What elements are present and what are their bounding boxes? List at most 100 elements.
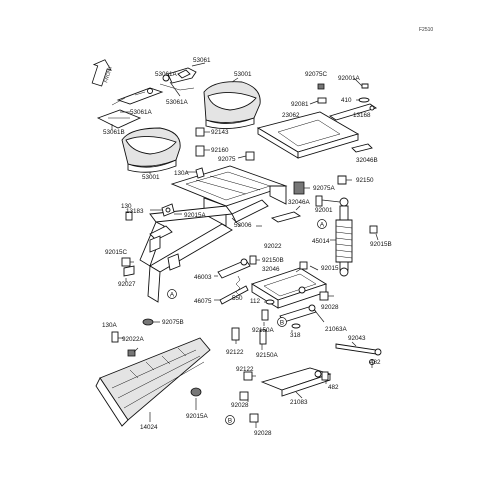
bushing-92143 xyxy=(195,127,205,137)
bolt-130 xyxy=(125,211,133,221)
label-32046: 32046 xyxy=(262,266,280,273)
label-92001: 92001 xyxy=(315,207,333,214)
label-21083: 21083 xyxy=(290,399,308,406)
label-92001A: 92001A xyxy=(338,75,361,82)
bolt-92150A-upper xyxy=(261,309,269,321)
label-482-upper: 482 xyxy=(370,359,381,366)
label-46003: 46003 xyxy=(194,274,212,281)
collar-92028-lower-b xyxy=(249,413,259,423)
lever-21083 xyxy=(260,367,332,397)
label-13183: 13183 xyxy=(126,208,144,215)
label-92143: 92143 xyxy=(211,129,229,136)
front-label: FRONT xyxy=(103,65,114,83)
washer-410 xyxy=(358,97,370,103)
nut-92022A xyxy=(127,349,136,357)
collar-92075B xyxy=(142,318,154,326)
callout-a-lower: A xyxy=(167,289,177,299)
nut-92015 xyxy=(299,261,308,270)
label-92028-lower-b: 92028 xyxy=(254,430,272,437)
label-92015: 92015 xyxy=(321,265,339,272)
callout-a-upper: A xyxy=(317,219,327,229)
label-53061B: 53061B xyxy=(103,129,125,136)
cargo-plate xyxy=(256,111,360,159)
collar-92028-upper xyxy=(319,291,329,301)
label-92075: 92075 xyxy=(218,156,236,163)
svg-text:A: A xyxy=(170,291,175,298)
clamp-13183 xyxy=(161,203,175,217)
label-92122-upper: 92122 xyxy=(226,349,244,356)
label-92160: 92160 xyxy=(211,147,229,154)
label-53061A-lower: 53061A xyxy=(166,99,189,106)
label-53001-right: 53001 xyxy=(234,71,252,78)
bolt-92001A xyxy=(361,83,369,89)
label-550: 550 xyxy=(232,295,243,302)
bushing-92075 xyxy=(245,151,255,161)
label-92028-upper: 92028 xyxy=(321,304,339,311)
label-92022: 92022 xyxy=(264,243,282,250)
svg-text:B: B xyxy=(228,417,232,424)
rubber-mount-92150 xyxy=(337,175,347,185)
bolt-92150A-lower xyxy=(259,329,267,345)
seat-latch-rod xyxy=(111,87,164,106)
collar-92015A-lower xyxy=(190,387,202,397)
lever-46003 xyxy=(217,258,251,279)
label-53006: 53006 xyxy=(234,222,252,229)
bracket-32046B xyxy=(351,143,373,153)
label-92043: 92043 xyxy=(348,335,366,342)
nut-92015C xyxy=(121,257,131,267)
seat-cushion-right xyxy=(203,81,261,129)
rubber-mount-92075A xyxy=(293,181,305,195)
label-32046A: 32046A xyxy=(288,199,311,206)
plate-32046A xyxy=(270,211,302,223)
label-53061: 53061 xyxy=(193,57,211,64)
shock-absorber xyxy=(335,197,353,277)
callout-b-upper: B xyxy=(277,317,287,327)
label-14024: 14024 xyxy=(140,424,158,431)
label-410: 410 xyxy=(341,97,352,104)
svg-text:B: B xyxy=(280,319,284,326)
label-46075: 46075 xyxy=(194,298,212,305)
shaft-92043 xyxy=(335,343,382,356)
bolt-92122-upper xyxy=(231,327,240,341)
label-45014: 45014 xyxy=(312,238,330,245)
label-13168: 13168 xyxy=(353,112,371,119)
label-92150A-upper: 92150A xyxy=(252,327,275,334)
label-130A-lower: 130A xyxy=(102,322,118,329)
label-21063A: 21063A xyxy=(325,326,348,333)
seat-frame xyxy=(139,165,288,303)
label-92022A: 92022A xyxy=(122,336,145,343)
label-318: 318 xyxy=(290,332,301,339)
label-32046B: 32046B xyxy=(356,157,378,164)
washer-112 xyxy=(265,299,275,305)
bushing-92160 xyxy=(195,145,205,157)
bolt-92122-lower xyxy=(243,371,253,381)
label-112: 112 xyxy=(250,298,261,305)
bushing-92075C xyxy=(317,83,325,90)
label-92015B: 92015B xyxy=(370,241,392,248)
front-arrow-icon xyxy=(91,59,112,87)
collar-92027 xyxy=(123,265,135,277)
bolt-92001 xyxy=(315,195,323,207)
label-53061A-upper: 53061A xyxy=(155,71,178,78)
label-53001-left: 53001 xyxy=(142,174,160,181)
seat-latch-bracket-upper xyxy=(159,67,197,91)
figure-code: F2510 xyxy=(419,27,433,33)
label-92150B: 92150B xyxy=(262,257,284,264)
label-92015A-lower: 92015A xyxy=(186,413,209,420)
mud-guard xyxy=(95,337,211,427)
swing-arm-32046 xyxy=(250,267,328,309)
label-23062: 23062 xyxy=(282,112,300,119)
label-92150: 92150 xyxy=(356,177,374,184)
label-53061A-mid: 53061A xyxy=(130,109,153,116)
washer-318 xyxy=(291,323,301,329)
label-130A-upper: 130A xyxy=(174,170,190,177)
label-92028-lower-a: 92028 xyxy=(231,402,249,409)
callout-b-lower: B xyxy=(225,415,235,425)
label-130: 130 xyxy=(121,203,132,210)
label-92075B: 92075B xyxy=(162,319,184,326)
label-92015A-upper: 92015A xyxy=(184,212,207,219)
label-92150A-lower: 92150A xyxy=(256,352,279,359)
svg-text:A: A xyxy=(320,221,325,228)
spring-550 xyxy=(235,275,241,297)
